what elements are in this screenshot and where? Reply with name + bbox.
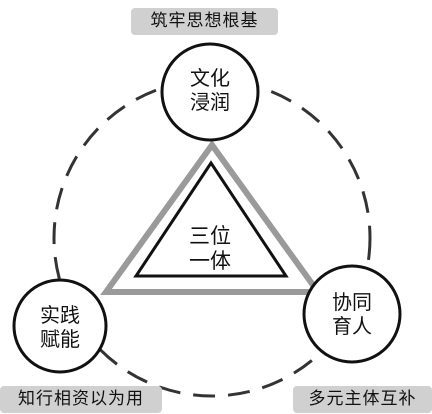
node-top-line2: 浸润 xyxy=(190,90,230,114)
node-right-line1: 协同 xyxy=(332,290,372,314)
caption-right: 多元主体互补 xyxy=(293,386,432,413)
center-line2: 一体 xyxy=(189,249,231,273)
inner-triangle xyxy=(133,160,289,278)
caption-left: 知行相资以为用 xyxy=(0,386,162,413)
center-line1: 三位 xyxy=(189,224,231,248)
outer-triangle xyxy=(100,139,324,295)
center-label: 三位 一体 xyxy=(168,224,252,274)
node-label-right: 协同 育人 xyxy=(310,290,394,338)
node-label-left: 实践 赋能 xyxy=(18,303,102,351)
caption-top: 筑牢思想根基 xyxy=(131,8,278,35)
node-circle-right xyxy=(302,264,402,364)
node-circle-left xyxy=(12,278,108,374)
node-label-top: 文化 浸润 xyxy=(168,66,252,114)
node-left-line1: 实践 xyxy=(40,303,80,327)
node-right-line2: 育人 xyxy=(332,314,372,338)
node-left-line2: 赋能 xyxy=(40,327,80,351)
node-top-line1: 文化 xyxy=(190,66,230,90)
node-circle-top xyxy=(160,42,260,142)
